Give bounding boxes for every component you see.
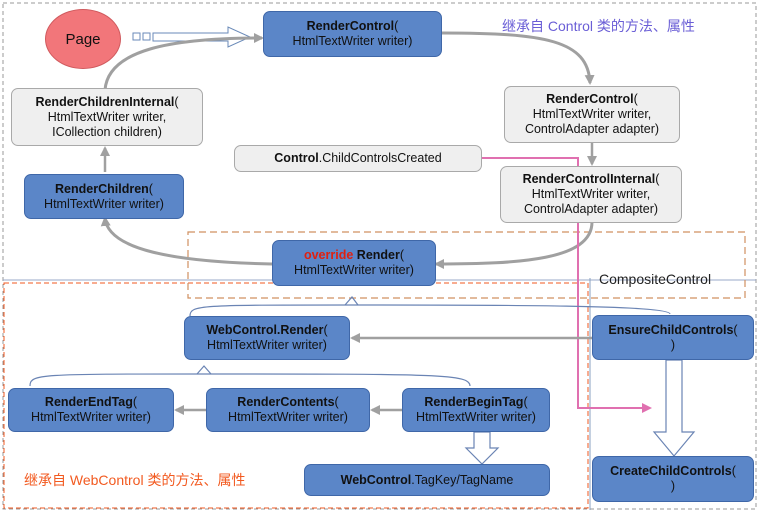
rendercontrolinternal-param2: ControlAdapter adapter)	[523, 202, 659, 216]
rendercontrolinternal-param1: HtmlTextWriter writer,	[531, 187, 651, 201]
override-render-paren: (	[399, 248, 405, 262]
rendercontrolinternal-paren: (	[655, 172, 660, 186]
rendercontrol-node-param: HtmlTextWriter writer)	[292, 34, 413, 48]
renderbegintag-node: RenderBeginTag( HtmlTextWriter writer)	[402, 388, 550, 432]
rendercontrol-adapter-paren: (	[633, 92, 638, 106]
renderchildreninternal-paren: (	[174, 94, 179, 109]
begintag-to-tagkey-arrow	[464, 431, 500, 465]
renderchildren-node: RenderChildren( HtmlTextWriter writer)	[24, 174, 184, 219]
rendercontrolinternal-title: RenderControlInternal	[522, 172, 656, 186]
renderchildreninternal-node: RenderChildrenInternal( HtmlTextWriter w…	[11, 88, 203, 146]
renderendtag-node: RenderEndTag( HtmlTextWriter writer)	[8, 388, 174, 432]
ensurechildcontrols-paren: (	[733, 322, 738, 337]
override-render-param: HtmlTextWriter writer)	[294, 263, 414, 277]
control-inherit-label: 继承自 Control 类的方法、属性	[502, 18, 695, 34]
tagkey-class: WebControl	[340, 472, 412, 487]
rendercontrol-to-rendercontrol-adapter-arrow	[441, 31, 595, 85]
rendercontrol-adapter-title: RenderControl	[546, 92, 634, 106]
renderbegintag-title: RenderBeginTag	[424, 395, 524, 409]
childcontrolscreated-node: Control.ChildControlsCreated	[234, 145, 482, 172]
override-render-title: Render	[353, 248, 400, 262]
renderchildreninternal-param2: ICollection children)	[52, 124, 162, 139]
renderendtag-paren: (	[132, 395, 138, 409]
childcontrolscreated-property: .ChildControlsCreated	[318, 151, 442, 165]
createchildcontrols-paren: (	[731, 464, 736, 478]
webcontrol-render-paren: (	[323, 323, 328, 337]
renderbegintag-paren: (	[523, 395, 528, 409]
renderchildreninternal-to-rendercontrol-arrow	[103, 33, 264, 91]
webcontrol-bracket	[29, 373, 471, 387]
page-node: Page	[45, 9, 121, 69]
rendercontents-title: RenderContents	[237, 395, 335, 409]
override-render-node: override Render( HtmlTextWriter writer)	[272, 240, 436, 286]
rendercontents-param: HtmlTextWriter writer)	[228, 410, 348, 424]
rendercontrolinternal-node: RenderControlInternal( HtmlTextWriter wr…	[500, 166, 682, 223]
renderendtag-param: HtmlTextWriter writer)	[31, 410, 151, 424]
composite-control-frame	[187, 231, 746, 299]
rendercontents-node: RenderContents( HtmlTextWriter writer)	[206, 388, 370, 432]
webcontrol-inherit-label: 继承自 WebControl 类的方法、属性	[24, 472, 246, 488]
renderchildren-paren: (	[148, 181, 153, 196]
createchildcontrols-close: )	[670, 479, 676, 493]
childcontrolscreated-class: Control	[274, 151, 319, 165]
createchildcontrols-node: CreateChildControls( )	[592, 456, 754, 502]
tagkey-node: WebControl.TagKey/TagName	[304, 464, 550, 496]
childcontrolscreated-to-create-arrow	[482, 157, 652, 413]
tagkey-property: .TagKey/TagName	[411, 472, 514, 487]
renderchildren-title: RenderChildren	[55, 181, 149, 196]
renderchildreninternal-param1: HtmlTextWriter writer,	[47, 109, 167, 124]
rendercontrol-node-title: RenderControl	[306, 19, 395, 33]
rendercontents-paren: (	[334, 395, 339, 409]
webcontrol-render-param: HtmlTextWriter writer)	[207, 338, 327, 352]
webcontrol-render-node: WebControl.Render( HtmlTextWriter writer…	[184, 316, 350, 360]
renderendtag-title: RenderEndTag	[44, 395, 133, 409]
ensure-to-create-arrow	[652, 359, 696, 457]
composite-control-label: CompositeControl	[599, 271, 712, 287]
dash-square-2	[142, 32, 151, 41]
internal-to-render-arrow	[434, 221, 594, 269]
page-to-rendercontrol-arrow	[152, 26, 252, 48]
ensurechildcontrols-node: EnsureChildControls( )	[592, 315, 754, 360]
override-keyword: override	[303, 248, 354, 262]
renderchildreninternal-title: RenderChildrenInternal	[35, 94, 175, 109]
rendercontrol-adapter-param1: HtmlTextWriter writer,	[532, 107, 652, 121]
rendercontrol-node: RenderControl( HtmlTextWriter writer)	[263, 11, 442, 57]
composite-bracket	[189, 304, 671, 317]
renderbegintag-param: HtmlTextWriter writer)	[416, 410, 536, 424]
webcontrol-render-title: WebControl.Render	[206, 323, 324, 337]
webcontrol-bracket-tip	[196, 365, 212, 375]
rendercontrol-adapter-node: RenderControl( HtmlTextWriter writer, Co…	[504, 86, 680, 143]
ensurechildcontrols-title: EnsureChildControls	[608, 322, 734, 337]
renderchildren-param: HtmlTextWriter writer)	[44, 196, 164, 211]
createchildcontrols-title: CreateChildControls	[610, 464, 732, 478]
ensurechildcontrols-close: )	[670, 337, 676, 352]
rendercontrol-node-paren: (	[394, 19, 399, 33]
rendercontrol-adapter-param2: ControlAdapter adapter)	[524, 122, 660, 136]
render-to-renderchildren-arrow	[100, 216, 273, 266]
composite-bracket-tip	[344, 296, 359, 306]
dash-square-1	[132, 32, 141, 41]
